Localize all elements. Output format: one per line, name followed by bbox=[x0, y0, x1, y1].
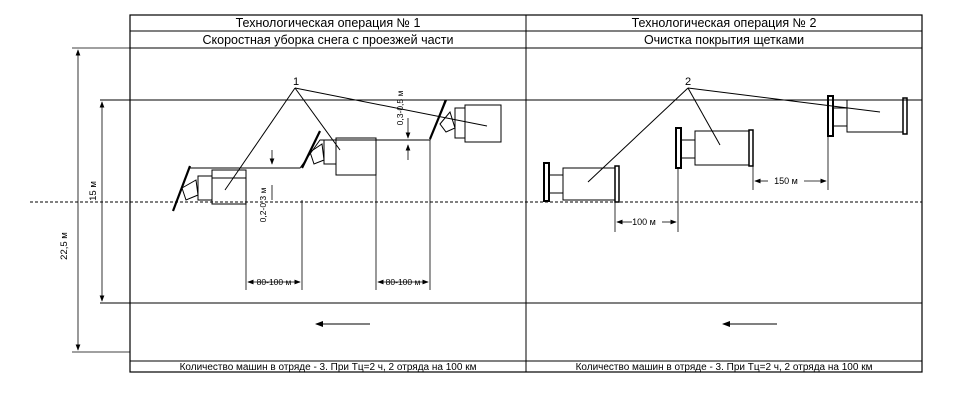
pointer-2a bbox=[587, 87, 689, 183]
dimension-total-width bbox=[72, 47, 130, 353]
total-width-label: 22,5 м bbox=[59, 232, 70, 260]
plow-truck-3 bbox=[428, 99, 502, 143]
sweeper-1 bbox=[543, 162, 620, 203]
op2-marker: 2 bbox=[685, 76, 691, 88]
frame bbox=[129, 14, 923, 373]
pointer-2c bbox=[687, 87, 881, 113]
plow-truck-1 bbox=[171, 165, 247, 212]
spacing-c: 100 м bbox=[632, 217, 656, 227]
op2-footer: Количество машин в отряде - 3. При Тц=2 … bbox=[576, 362, 873, 373]
headers: Технологическая операция № 1 Технологиче… bbox=[180, 16, 873, 373]
op1-dimensions bbox=[245, 118, 431, 290]
op1-subtitle: Скоростная уборка снега с проезжей части bbox=[203, 33, 454, 47]
op2-dimensions bbox=[614, 136, 829, 232]
pointer-1c bbox=[294, 87, 488, 127]
pointer-1a bbox=[224, 87, 296, 191]
spacing-a: 80-100 м bbox=[257, 277, 292, 287]
op2-title: Технологическая операция № 2 bbox=[632, 16, 817, 30]
road-lines bbox=[30, 99, 922, 304]
carriage-width-label: 15 м bbox=[88, 181, 99, 201]
spacing-d: 150 м bbox=[774, 176, 798, 186]
pointer-2b bbox=[687, 87, 721, 146]
op1-marker: 1 bbox=[293, 76, 299, 88]
spacing-b: 80-100 м bbox=[386, 277, 421, 287]
pointer-1b bbox=[294, 87, 341, 151]
op1-vehicles bbox=[171, 87, 502, 212]
op1-footer: Количество машин в отряде - 3. При Тц=2 … bbox=[180, 362, 477, 373]
plow-truck-2 bbox=[301, 130, 377, 176]
lateral-gap-small: 0,2-0,3 м bbox=[258, 188, 268, 223]
lateral-gap-large: 0,3-0,5 м bbox=[395, 91, 405, 126]
op1-title: Технологическая операция № 1 bbox=[236, 16, 421, 30]
op2-subtitle: Очистка покрытия щетками bbox=[644, 33, 804, 47]
sweeper-3 bbox=[827, 95, 908, 137]
op2-vehicles bbox=[543, 87, 908, 203]
sweeper-2 bbox=[675, 127, 754, 169]
